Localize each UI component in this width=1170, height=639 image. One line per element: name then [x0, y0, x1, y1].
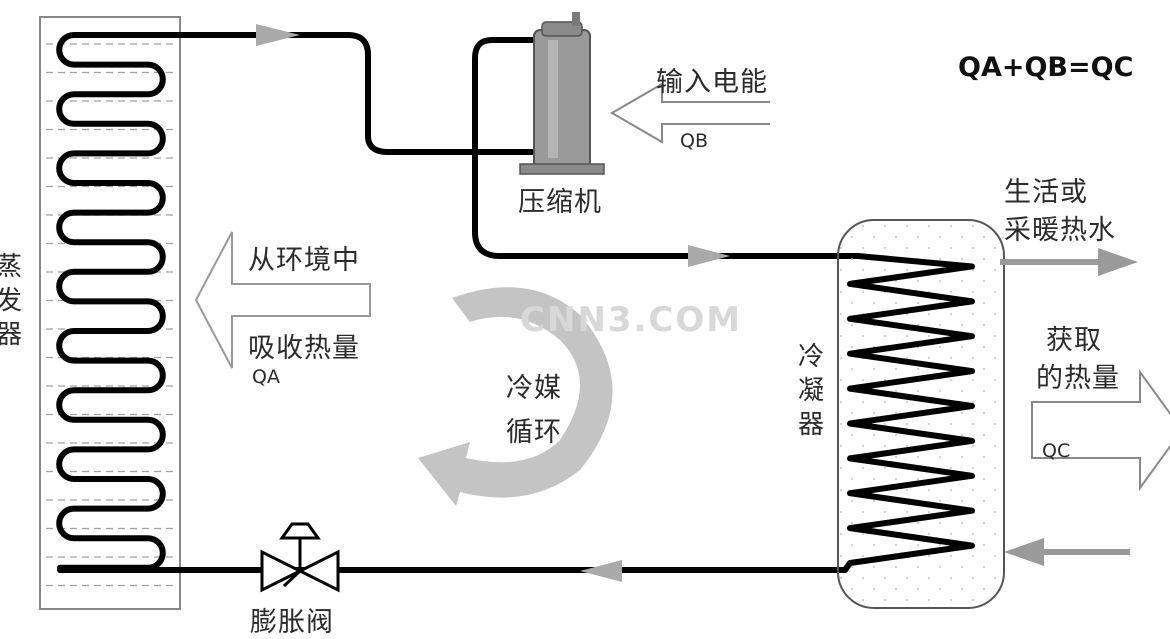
input-power-arrow — [610, 82, 770, 144]
hot-water-arrow — [1000, 248, 1138, 276]
refrigerant-cycle-arrow — [418, 287, 613, 506]
condenser-label: 冷凝器 — [797, 342, 824, 440]
cycle-label-line1: 冷媒 — [506, 373, 562, 404]
hot-water-label-line2: 采暖热水 — [1004, 215, 1116, 246]
compressor-label: 压缩机 — [518, 187, 602, 218]
gained-heat-label-line2: 的热量 — [1036, 363, 1120, 394]
input-power-label: 输入电能 — [656, 67, 768, 98]
evaporator-label: 蒸发器 — [0, 252, 22, 350]
refrigerant-pipes — [57, 32, 861, 573]
flow-arrow-top — [256, 24, 300, 46]
compressor — [519, 12, 605, 175]
hot-water-label-line1: 生活或 — [1004, 177, 1088, 208]
absorb-heat-arrow — [194, 231, 371, 369]
absorb-heat-label-line2: 吸收热量 — [248, 333, 360, 364]
expansion-valve — [260, 522, 340, 593]
pipe-evaporator-to-compressor — [169, 32, 548, 155]
pipe-compressor-loop — [472, 37, 861, 259]
condenser — [837, 219, 1005, 609]
qa-label: QA — [252, 366, 280, 388]
gained-heat-arrow — [1031, 368, 1170, 492]
gained-heat-label-line1: 获取 — [1046, 325, 1102, 356]
qb-label: QB — [680, 130, 708, 152]
return-water-arrow — [1004, 538, 1130, 566]
watermark-logo: CNN3.COM — [520, 300, 743, 340]
absorb-heat-label-line1: 从环境中 — [248, 245, 360, 276]
flow-arrows — [256, 24, 730, 582]
qc-label: QC — [1042, 440, 1071, 462]
energy-equation: QA+QB=QC — [958, 52, 1134, 83]
expansion-valve-label: 膨胀阀 — [250, 607, 334, 638]
flow-arrow-middle — [688, 245, 730, 267]
evaporator-coil — [56, 32, 175, 571]
cycle-label-line2: 循环 — [506, 417, 562, 448]
condenser-coil — [842, 253, 975, 573]
flow-arrow-bottom — [580, 560, 622, 582]
evaporator-panel — [39, 16, 181, 610]
